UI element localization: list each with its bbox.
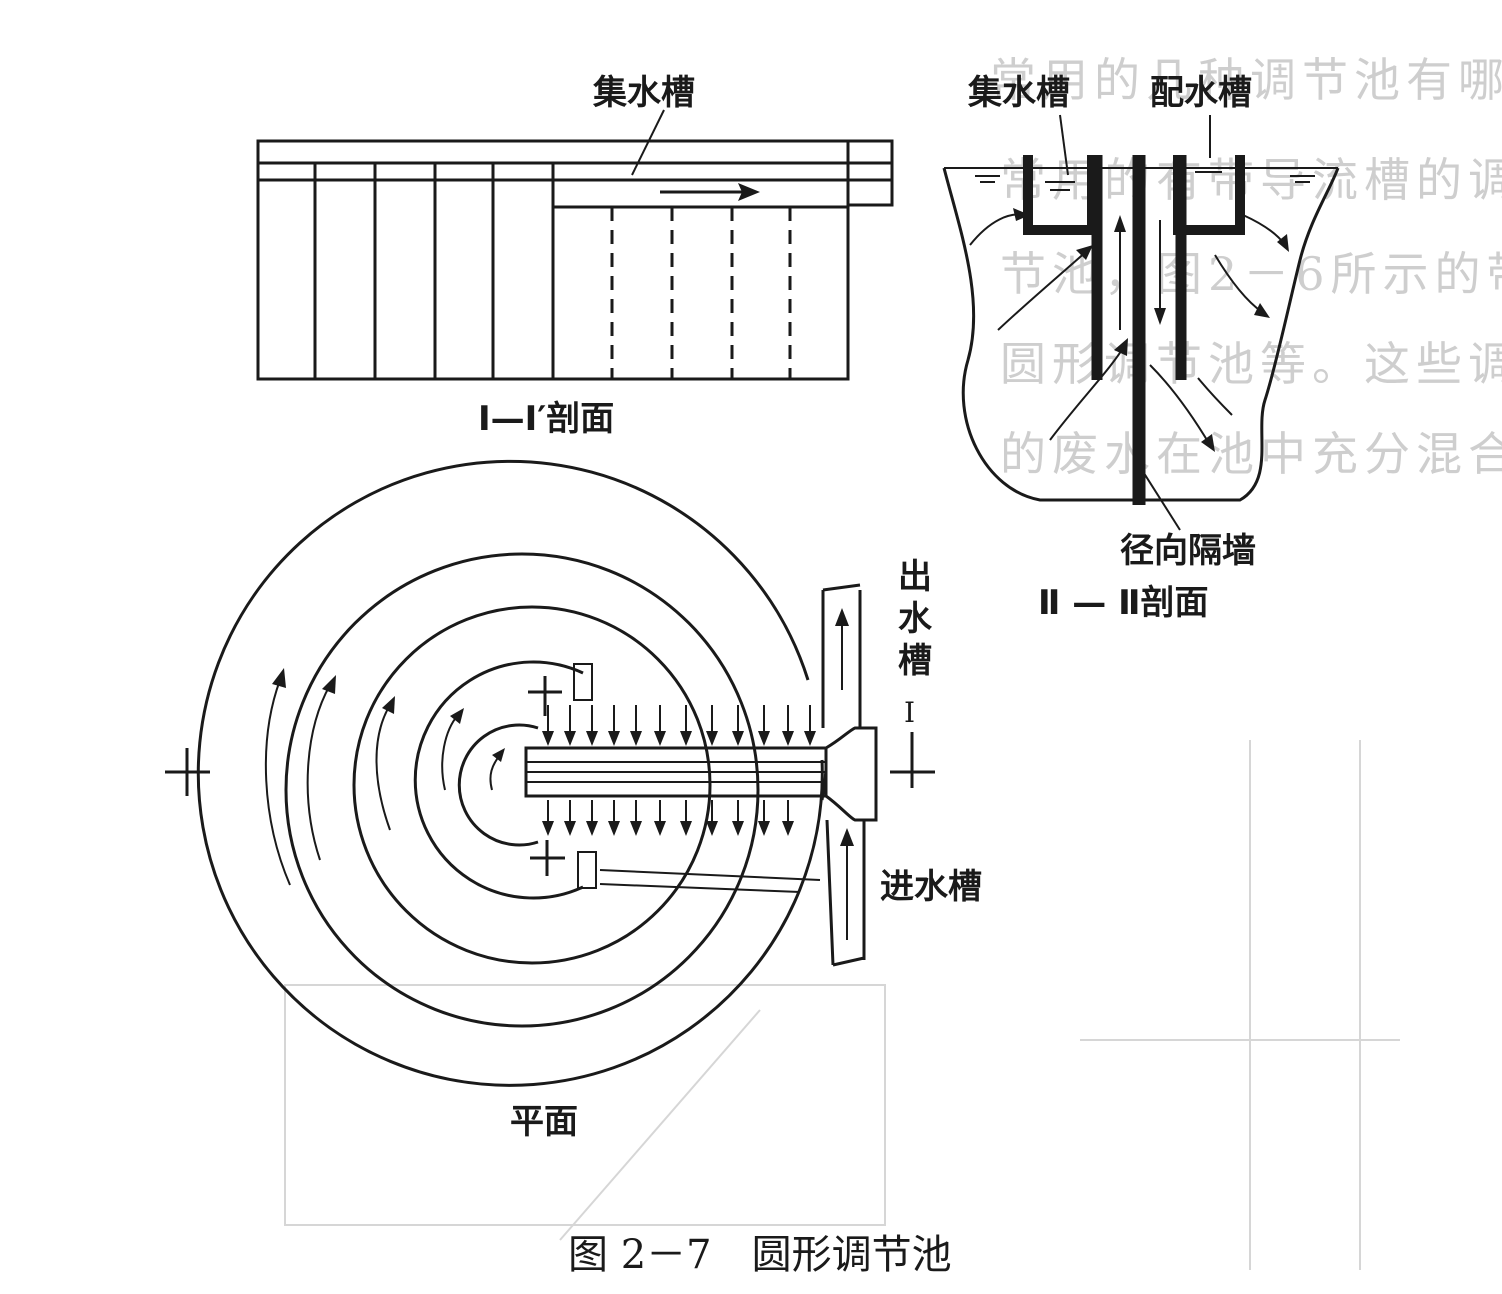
leader-collect-2 (1059, 114, 1069, 176)
wall-end-top (573, 663, 593, 701)
leader-collect-1 (631, 109, 665, 176)
flow-arrows-section-2 (969, 208, 1289, 452)
label-radial-wall: 径向隔墙 (1120, 531, 1256, 571)
down-arrows-bottom (542, 800, 794, 836)
bleed-line-5: 的废水在池中充分混合，使出水中污染物的浓度比较 (1000, 427, 1502, 481)
ring-5 (457, 723, 539, 847)
section-1-drawing (256, 109, 894, 381)
label-outlet-2: 水 (898, 599, 933, 639)
outlet-trough-shape (821, 583, 862, 728)
section-1-solid-walls (313, 163, 555, 379)
label-section-2: Ⅱ — Ⅱ剖面 (1038, 583, 1208, 623)
junction-box (825, 726, 878, 822)
section-cut-marks (165, 676, 935, 876)
ring-4 (413, 660, 584, 900)
label-collect-trough-2: 集水槽 (967, 73, 1070, 113)
hatched-wall (599, 869, 821, 893)
bleed-rect (284, 984, 886, 1226)
bleed-line-1: 常用的几种调节池有哪些形 (990, 53, 1502, 107)
down-arrows-top (542, 705, 816, 746)
label-plan: 平面 (510, 1102, 578, 1142)
label-outlet-1: 出 (898, 557, 932, 597)
section-1-flow-arrow (660, 183, 760, 201)
label-section-1: I—I′剖面 (478, 399, 614, 439)
channel-arrows (1114, 215, 1166, 330)
outer-wall (196, 459, 824, 1087)
circular-flow-arrows (264, 668, 505, 886)
section-1-outlet-box (846, 139, 894, 207)
ring-2 (284, 552, 760, 1028)
plan-drawing (165, 459, 935, 1087)
bleed-line-4: 圆形调节池等。这些调节池均能使进入的废水先后 (1000, 337, 1502, 391)
inlet-trough-shape (825, 819, 866, 967)
water-level-marks (975, 175, 1315, 183)
bleed-through-text: 常用的几种调节池有哪些形 常用的有带导流槽的调 节池，图2－6所示的带有导流墙的… (284, 53, 1502, 1270)
ring-3 (352, 605, 712, 965)
leader-radial-wall (1141, 469, 1181, 531)
figure-caption: 图 2－7 圆形调节池 (568, 1232, 952, 1278)
section-2-outline (942, 167, 1340, 502)
section-1-hidden-walls (610, 207, 792, 379)
bleed-line-3: 节池，图2－6所示的带有导流墙的调节池以及图2－7所示 (1000, 247, 1502, 301)
wall-end-bottom (577, 851, 597, 889)
section-2-drawing (942, 114, 1340, 531)
label-inlet-trough: 进水槽 (880, 867, 982, 907)
label-collect-trough-1: 集水槽 (592, 73, 695, 113)
label-section-mark: I (904, 696, 915, 729)
bleed-line-2: 常用的有带导流槽的调 (1000, 153, 1502, 207)
label-outlet-3: 槽 (898, 641, 932, 681)
label-distribute-trough: 配水槽 (1150, 73, 1252, 113)
bleed-line-d (559, 1009, 761, 1241)
